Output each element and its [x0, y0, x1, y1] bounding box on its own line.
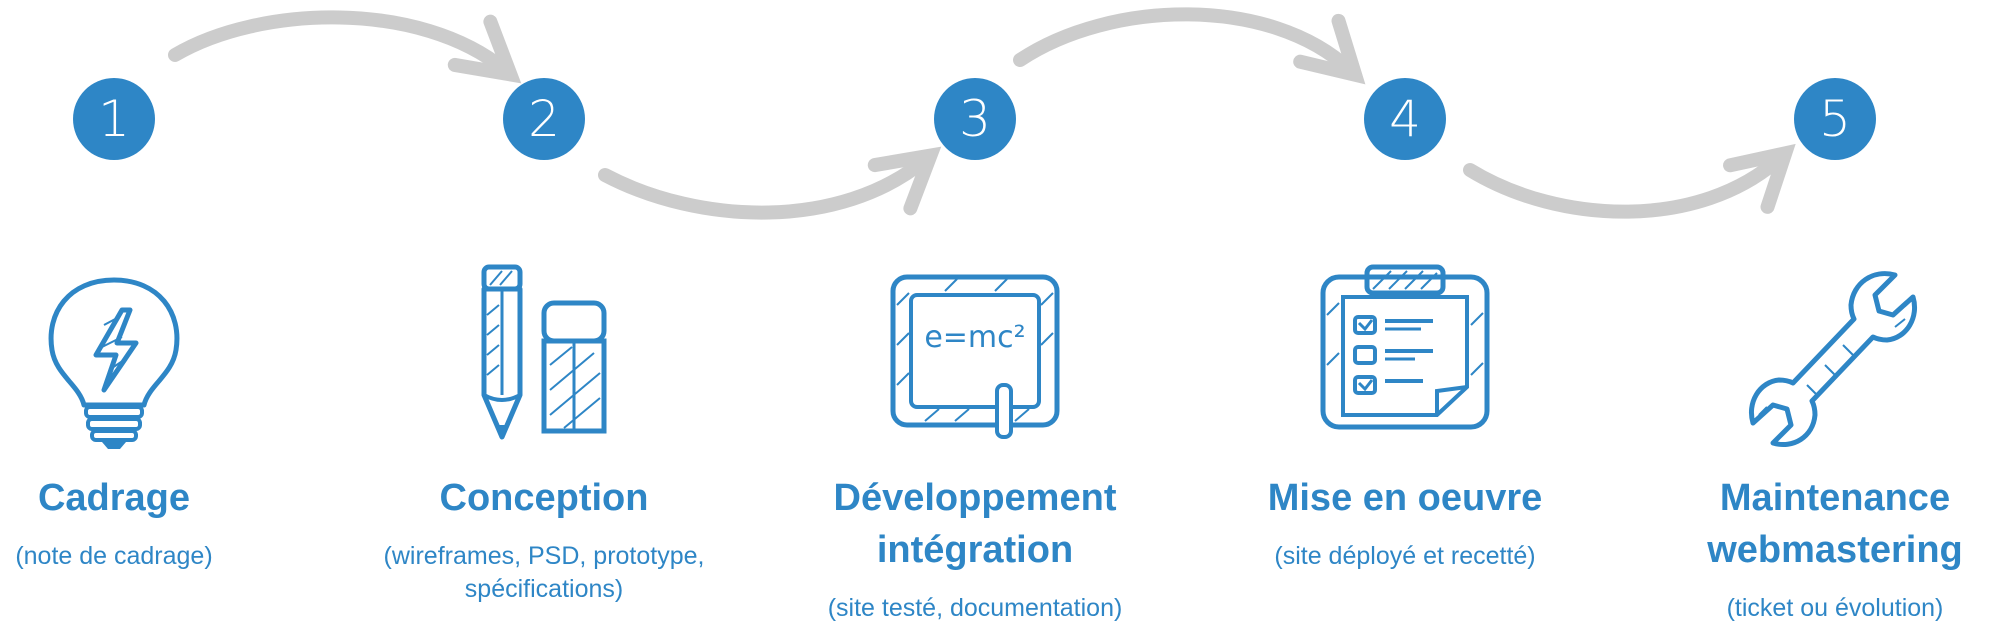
step-title-line: Maintenance	[1719, 477, 1951, 519]
arrow-3-to-4	[1013, 7, 1366, 85]
step-number-badge: 2	[503, 78, 585, 160]
step-number-badge: 3	[934, 78, 1016, 160]
step-title-line: Développement	[833, 477, 1117, 519]
step-title: Développement intégration	[775, 472, 1175, 576]
board-formula: e=mc²	[924, 320, 1025, 355]
step-number-badge: 5	[1794, 78, 1876, 160]
step-title-line: Cadrage	[37, 477, 191, 519]
step-title: Cadrage	[0, 472, 314, 524]
step-1: 1 Cadrage (note de cadrage)	[0, 0, 314, 630]
step-description: (site déployé et recetté)	[1274, 542, 1536, 570]
step-title-line: intégration	[876, 529, 1074, 571]
lightbulb-icon	[24, 265, 204, 450]
step-title: Conception	[344, 472, 744, 524]
step-title: Mise en oeuvre	[1205, 472, 1605, 524]
arrow-1-to-2	[168, 10, 522, 84]
wrench-icon	[1745, 265, 1925, 450]
blackboard-icon: e=mc²	[885, 265, 1065, 450]
step-title-line: Mise en oeuvre	[1267, 477, 1543, 519]
pencil-eraser-icon	[454, 264, 634, 450]
step-5: 5 Maintenance webmastering (ticket ou év…	[1635, 0, 2000, 630]
arrow-4-to-5	[1463, 143, 1796, 219]
step-title: Maintenance webmastering	[1635, 472, 2000, 576]
clipboard-checklist-icon	[1315, 264, 1495, 450]
step-description: (ticket ou évolution)	[1726, 594, 1944, 622]
arrow-2-to-3	[598, 146, 942, 220]
step-3: 3 e=mc² Développement intégration (site …	[775, 0, 1175, 630]
step-title-line: webmastering	[1707, 529, 1963, 571]
step-description: (note de cadrage)	[15, 542, 213, 570]
step-4: 4 Mise en oeuvre	[1205, 0, 1605, 630]
step-description: (site testé, documentation)	[827, 594, 1123, 622]
step-number-badge: 1	[73, 78, 155, 160]
step-number-badge: 4	[1364, 78, 1446, 160]
step-2: 2 Conception (wireframes, PSD, prototype…	[344, 0, 744, 630]
step-description: (wireframes, PSD, prototype, spécificati…	[383, 542, 705, 603]
step-title-line: Conception	[439, 477, 649, 519]
